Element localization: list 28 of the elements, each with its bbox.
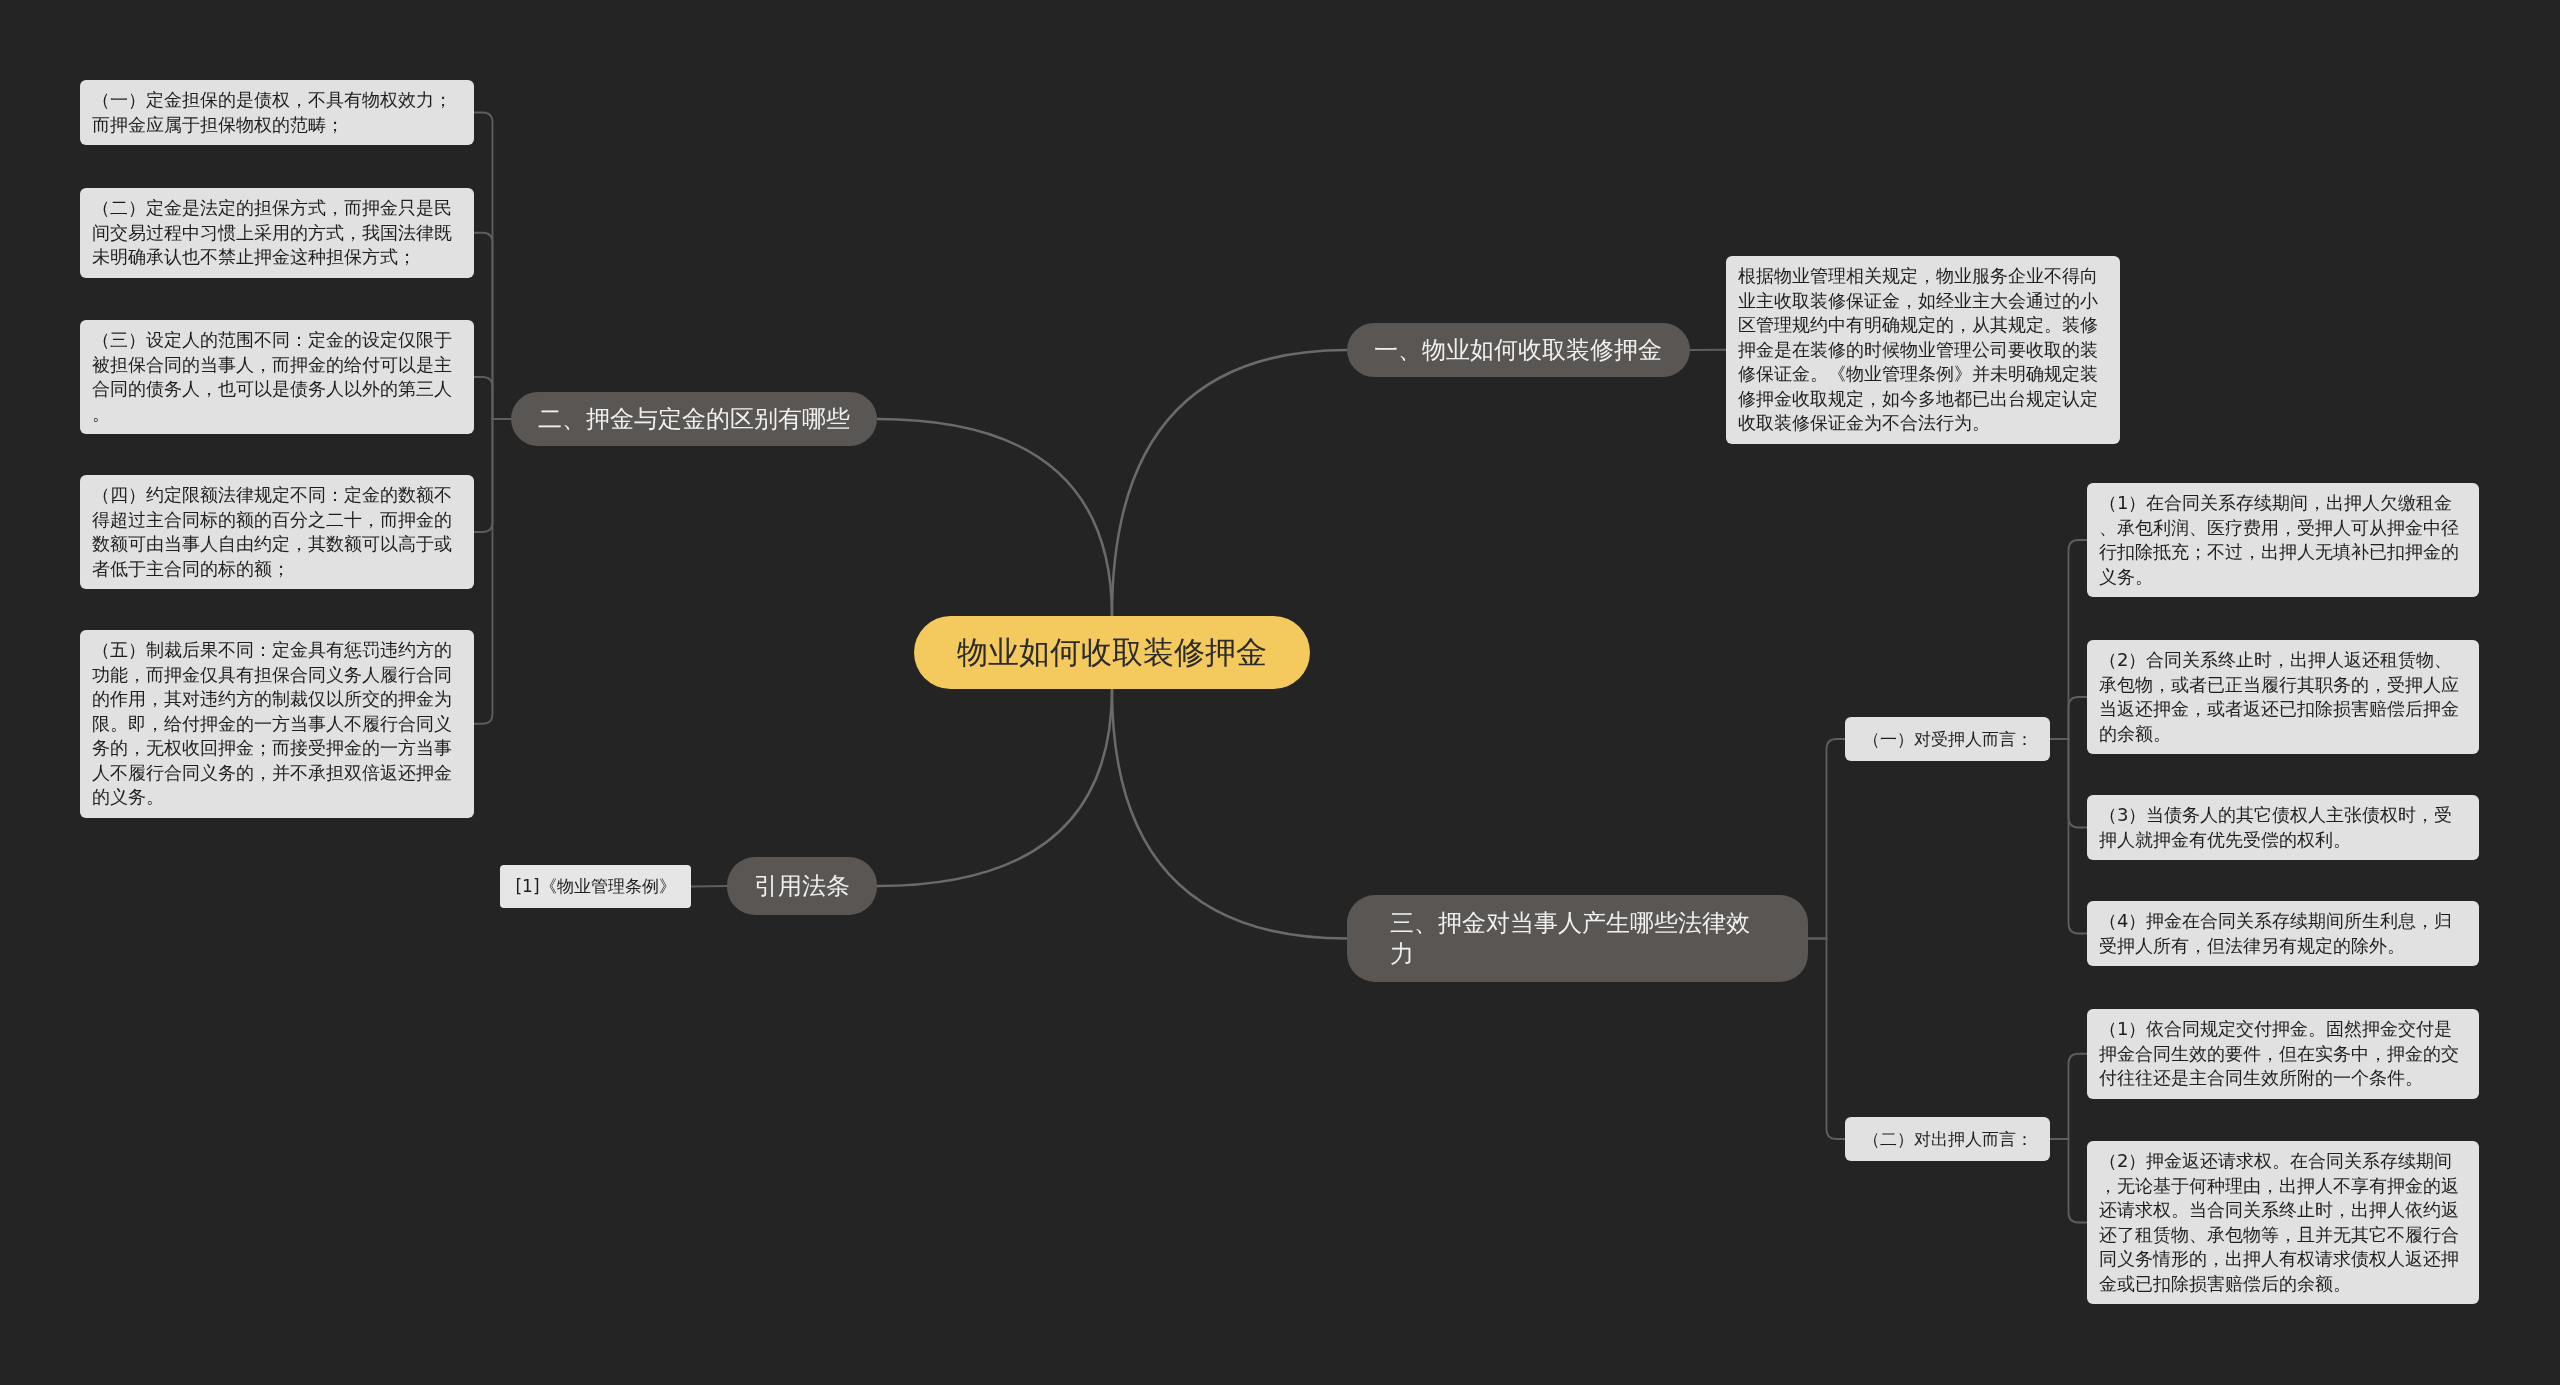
note-card: （4）押金在合同关系存续期间所生利息，归受押人所有，但法律另有规定的除外。 bbox=[2087, 901, 2479, 966]
connector-line bbox=[473, 418, 512, 725]
note-card: （五）制裁后果不同：定金具有惩罚违约方的功能，而押金仅具有担保合同义务人履行合同的作用，其对违约方的制裁仅以所交的押金为限。即，给付押金的一方当事人不履行合同义务的，无权收回押金；而接受押金的一方当事人不履行合同义务的，并不承担双倍返还押金的义务。 bbox=[80, 630, 474, 818]
note-card: （1）依合同规定交付押金。固然押金交付是押金合同生效的要件，但在实务中，押金的交付往往还是主合同生效所附的一个条件。 bbox=[2087, 1009, 2479, 1099]
central-topic: 物业如何收取装修押金 bbox=[914, 616, 1310, 689]
note-card: （1）在合同关系存续期间，出押人欠缴租金、承包利润、医疗费用，受押人可从押金中径行扣除抵充；不过，出押人无填补已扣押金的义务。 bbox=[2087, 483, 2479, 597]
note-card: （三）设定人的范围不同：定金的设定仅限于被担保合同的当事人，而押金的给付可以是主合同的债务人，也可以是债务人以外的第三人。 bbox=[80, 320, 474, 434]
connector-line bbox=[876, 417, 1114, 617]
note-card: （2）押金返还请求权。在合同关系存续期间，无论基于何种理由，出押人不享有押金的返还请求权。当合同关系终止时，出押人依约返还了租赁物、承包物等，且并无其它不履行合同义务情形的，出押人有权请求债权人返还押金或已扣除损害赔偿后的余额。 bbox=[2087, 1141, 2479, 1304]
topic-pill: 一、物业如何收取装修押金 bbox=[1347, 323, 1690, 377]
note-card: （2）合同关系终止时，出押人返还租赁物、承包物，或者已正当履行其职务的，受押人应当返还押金，或者返还已扣除损害赔偿后押金的余额。 bbox=[2087, 640, 2479, 754]
subtopic-box: （二）对出押人而言： bbox=[1845, 1117, 2050, 1161]
connector-line bbox=[2049, 738, 2088, 935]
topic-pill: 引用法条 bbox=[727, 857, 877, 915]
note-card: 根据物业管理相关规定，物业服务企业不得向业主收取装修保证金，如经业主大会通过的小区管理规约中有明确规定的，从其规定。装修押金是在装修的时候物业管理公司要收取的装修保证金。《物业管理条例》并未明确规定装修押金收取规定，如今多地都已出台规定认定收取装修保证金为不合法行为。 bbox=[1726, 256, 2120, 444]
topic-pill: 三、押金对当事人产生哪些法律效力 bbox=[1347, 895, 1808, 982]
connector-line bbox=[1110, 688, 1348, 940]
note-card: （一）定金担保的是债权，不具有物权效力；而押金应属于担保物权的范畴； bbox=[80, 80, 474, 145]
note-card: （二）定金是法定的担保方式，而押金只是民间交易过程中习惯上采用的方式，我国法律既未明确承认也不禁止押金这种担保方式； bbox=[80, 188, 474, 278]
connector-line bbox=[2049, 1138, 2088, 1224]
reference-tag: [1]《物业管理条例》 bbox=[500, 865, 691, 908]
note-card: （3）当债务人的其它债权人主张债权时，受押人就押金有优先受偿的权利。 bbox=[2087, 795, 2479, 860]
subtopic-box: （一）对受押人而言： bbox=[1845, 717, 2050, 761]
note-card: （四）约定限额法律规定不同：定金的数额不得超过主合同标的额的百分之二十，而押金的数额可由当事人自由约定，其数额可以高于或者低于主合同的标的额； bbox=[80, 475, 474, 589]
connector-line bbox=[1689, 348, 1727, 351]
connector-line bbox=[1807, 937, 1846, 1140]
topic-pill: 二、押金与定金的区别有哪些 bbox=[511, 392, 877, 446]
connector-line bbox=[690, 885, 728, 888]
